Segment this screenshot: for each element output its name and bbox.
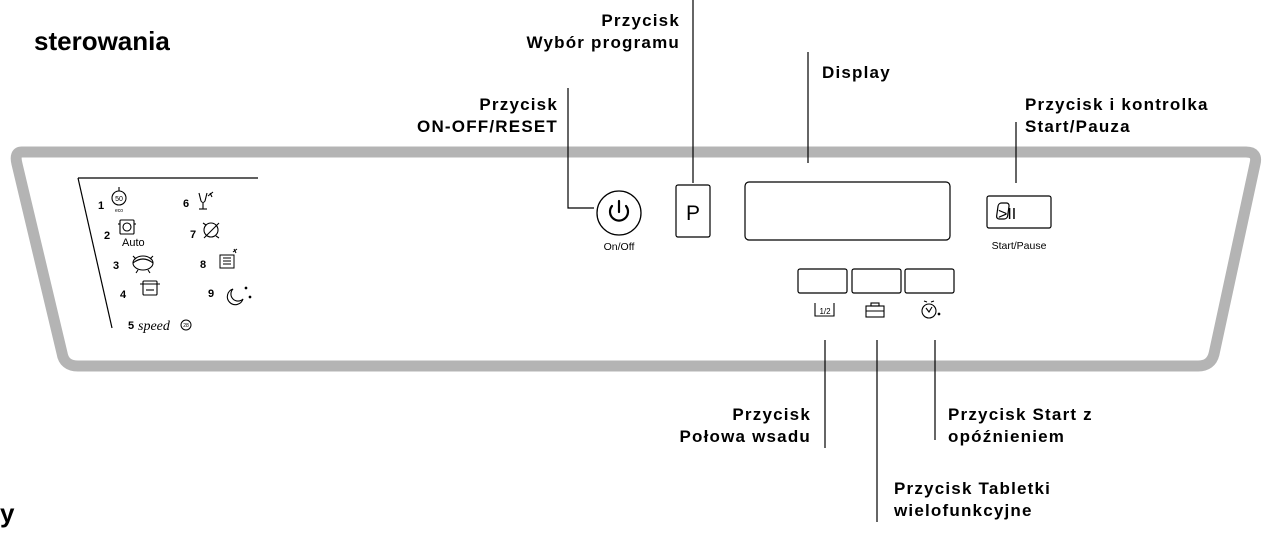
delay-timer-icon xyxy=(921,300,941,319)
svg-text:50: 50 xyxy=(115,196,123,203)
program-list-left-line xyxy=(77,177,113,329)
half-load-button[interactable] xyxy=(797,268,848,294)
half-load-icon xyxy=(814,303,835,317)
night-icon xyxy=(226,286,252,306)
program-number: 7 xyxy=(190,229,196,241)
svg-text:speed: speed xyxy=(138,319,171,334)
callout-multitab: Przycisk Tabletki wielofunkcyjne xyxy=(894,479,1052,520)
speed-icon: speed 28 xyxy=(138,319,192,334)
leader-onoff xyxy=(567,88,594,209)
program-number: 6 xyxy=(183,198,189,210)
program-number: 3 xyxy=(113,260,119,272)
glass-icon xyxy=(198,191,214,210)
callout-program-button: Przycisk Wybór programu xyxy=(526,11,680,52)
program-number: 1 xyxy=(98,200,104,212)
start-pause-caption: Start/Pause xyxy=(992,240,1047,252)
program-numbers: 1 2 3 4 5 6 7 8 9 xyxy=(98,198,214,332)
eco-50-icon: 50 eco xyxy=(111,187,127,214)
rinse-icon xyxy=(202,222,220,239)
callout-onoff-button: Przycisk ON-OFF/RESET xyxy=(417,95,558,136)
intensive-icon xyxy=(132,255,154,274)
callout-half-load: Przycisk Połowa wsadu xyxy=(679,405,811,446)
program-number: 2 xyxy=(104,230,110,242)
section-heading-bottom: y xyxy=(0,498,15,528)
callout-leader-lines xyxy=(567,0,1017,522)
display-screen xyxy=(744,181,951,241)
program-number: 9 xyxy=(208,288,214,300)
pot-icon xyxy=(140,280,160,296)
program-number: 5 xyxy=(128,320,134,332)
program-button[interactable]: P xyxy=(675,184,711,238)
start-pause-symbol: >II xyxy=(998,206,1016,223)
half-load-caption: 1/2 xyxy=(819,307,831,316)
tablet-icon xyxy=(865,302,885,318)
section-heading: sterowania xyxy=(34,26,170,56)
onoff-button[interactable] xyxy=(596,190,642,236)
program-number: 4 xyxy=(120,289,127,301)
svg-text:eco: eco xyxy=(115,208,123,214)
multitab-button[interactable] xyxy=(851,268,902,294)
callout-display: Display xyxy=(822,63,891,82)
soak-icon xyxy=(219,248,238,269)
start-pause-indicator-light xyxy=(996,202,1010,220)
delay-start-button[interactable] xyxy=(904,268,955,294)
start-pause-button[interactable]: >II xyxy=(986,195,1052,229)
onoff-caption: On/Off xyxy=(604,241,635,253)
auto-pot-icon xyxy=(118,219,136,235)
program-button-label: P xyxy=(686,202,700,225)
auto-label: Auto xyxy=(122,237,145,249)
program-list xyxy=(77,177,258,329)
power-icon xyxy=(608,204,630,222)
svg-text:28: 28 xyxy=(183,323,189,329)
callout-start-pause: Przycisk i kontrolka Start/Pauza xyxy=(1025,95,1209,136)
program-number: 8 xyxy=(200,259,206,271)
callout-delay-start: Przycisk Start z opóźnieniem xyxy=(948,405,1093,446)
